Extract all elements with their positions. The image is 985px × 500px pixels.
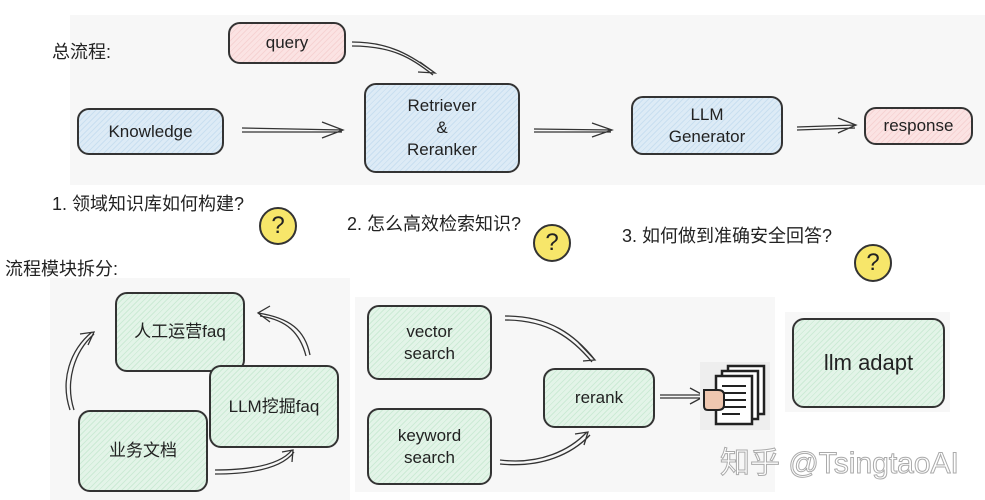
search-label: search — [403, 447, 456, 467]
business-docs-label: 业务文档 — [109, 441, 177, 460]
watermark: 知乎 @TsingtaoAI — [720, 447, 960, 481]
arrow-llmfaq-manual — [256, 305, 311, 357]
vector-label: vector — [406, 321, 453, 341]
knowledge-node: Knowledge — [77, 108, 224, 155]
question-mark-icon: ? — [854, 244, 892, 282]
llm-adapt-label: llm adapt — [823, 350, 914, 375]
llm-faq-node: LLM挖掘faq — [209, 365, 339, 448]
documents-hand-icon — [700, 362, 770, 430]
response-label: response — [883, 116, 954, 135]
manual-faq-label: 人工运营faq — [134, 322, 226, 341]
business-docs-node: 业务文档 — [78, 410, 208, 492]
arrow-rerank-docs — [660, 387, 707, 405]
vector-search-node: vector search — [367, 305, 492, 380]
rerank-label: rerank — [574, 388, 624, 407]
rerank-node: rerank — [543, 368, 655, 428]
question-3: 3. 如何做到准确安全回答? — [622, 226, 833, 246]
overview-panel — [70, 15, 985, 185]
generator-node: LLM Generator — [631, 96, 783, 155]
arrow-keyword-rerank — [499, 431, 591, 466]
generator-label: Generator — [668, 126, 746, 146]
arrow-vector-rerank — [504, 315, 597, 363]
arrow-retriever-generator — [533, 122, 614, 138]
question-2: 2. 怎么高效检索知识? — [347, 214, 522, 234]
response-node: response — [864, 107, 973, 145]
llm-adapt-node: llm adapt — [792, 318, 945, 408]
ampersand-label: & — [436, 118, 448, 137]
retriever-label: Retriever — [407, 96, 477, 115]
llm-label: LLM — [690, 104, 724, 124]
question-1: 1. 领域知识库如何构建? — [52, 194, 245, 214]
query-node: query — [228, 22, 346, 64]
query-label: query — [265, 33, 309, 52]
question-mark-icon: ? — [259, 207, 297, 245]
manual-faq-node: 人工运营faq — [115, 292, 245, 372]
search-label: search — [403, 343, 456, 363]
reranker-label: Reranker — [407, 140, 477, 159]
knowledge-label: Knowledge — [108, 121, 193, 141]
overview-heading: 总流程: — [52, 42, 112, 62]
keyword-search-node: keyword search — [367, 408, 492, 485]
arrow-query-retriever — [351, 41, 438, 76]
keyword-label: keyword — [397, 425, 462, 445]
arrow-docs-llmfaq — [214, 449, 295, 475]
arrow-knowledge-retriever — [241, 121, 345, 139]
question-mark-icon: ? — [533, 224, 571, 262]
arrow-generator-response — [796, 117, 858, 134]
llm-faq-label: LLM挖掘faq — [228, 396, 320, 416]
modules-heading: 流程模块拆分: — [5, 259, 119, 279]
arrow-docs-manual — [65, 331, 96, 411]
retriever-node: Retriever & Reranker — [364, 83, 520, 173]
